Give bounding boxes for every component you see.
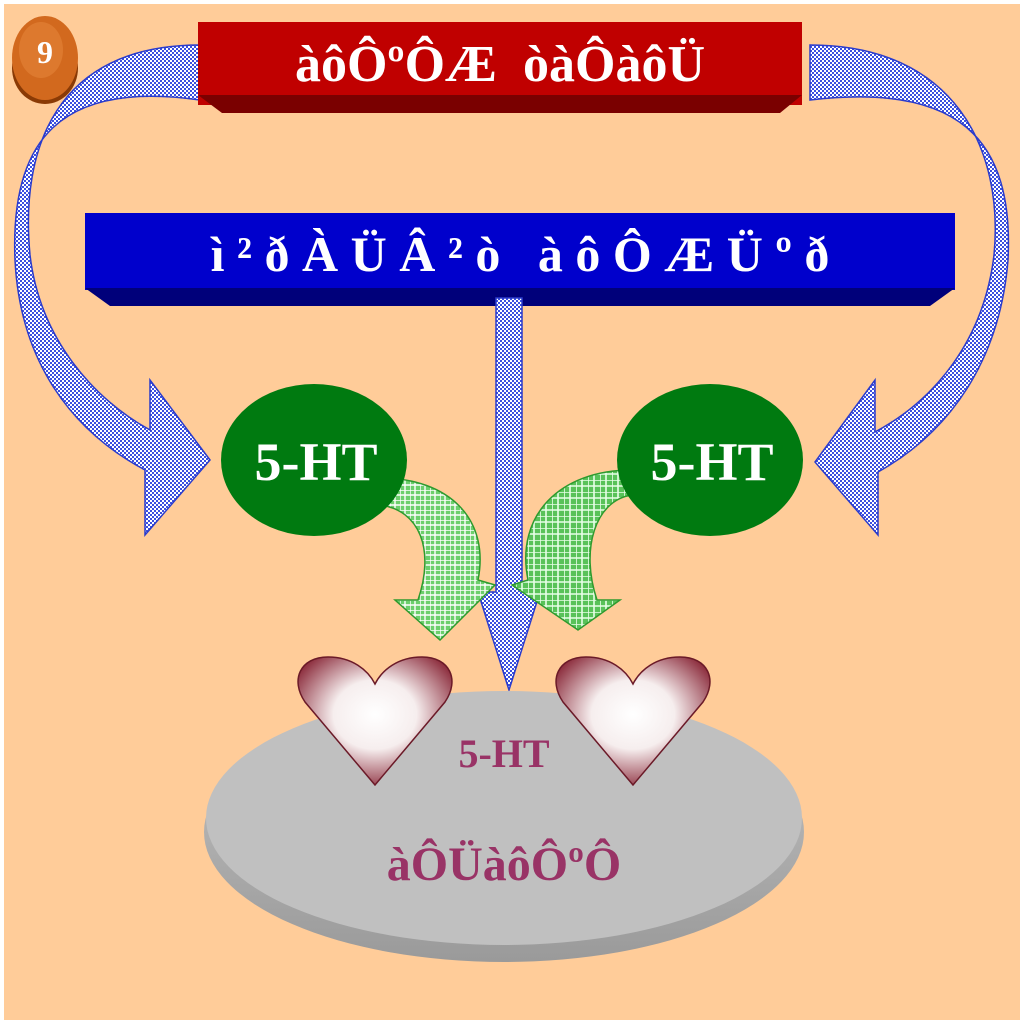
slide-number-badge [12, 16, 78, 104]
left-molecule-label: 5-HT [254, 432, 378, 492]
right-binding-arrow [510, 469, 633, 631]
down-arrow [476, 297, 542, 693]
top-banner-text: àôÔºÔÆ òàÔàôÜ [294, 35, 706, 93]
slide-number: 9 [37, 33, 53, 70]
left-molecule [221, 384, 407, 536]
receptor-bottom-label: àÔÜàôÔºÔ [386, 837, 622, 891]
left-receptor-heart [297, 656, 453, 787]
left-binding-arrow [379, 477, 497, 642]
right-feedback-arrow [809, 44, 1010, 538]
diagram-canvas [12, 16, 1010, 962]
slide: 9 àôÔºÔÆ òàÔàôÜ ì ² ð À Ü Â ² ò à ô Ô Æ … [4, 4, 1020, 1020]
right-molecule-label: 5-HT [650, 432, 774, 492]
left-feedback-arrow [13, 44, 211, 538]
right-receptor-heart [555, 656, 711, 787]
receptor-top-label: 5-HT [458, 730, 550, 776]
middle-banner-shape [85, 213, 955, 306]
middle-banner-text: ì ² ð À Ü Â ² ò à ô Ô Æ Ü º ð [210, 226, 830, 282]
right-molecule [617, 384, 803, 536]
top-banner-shape [198, 22, 802, 113]
